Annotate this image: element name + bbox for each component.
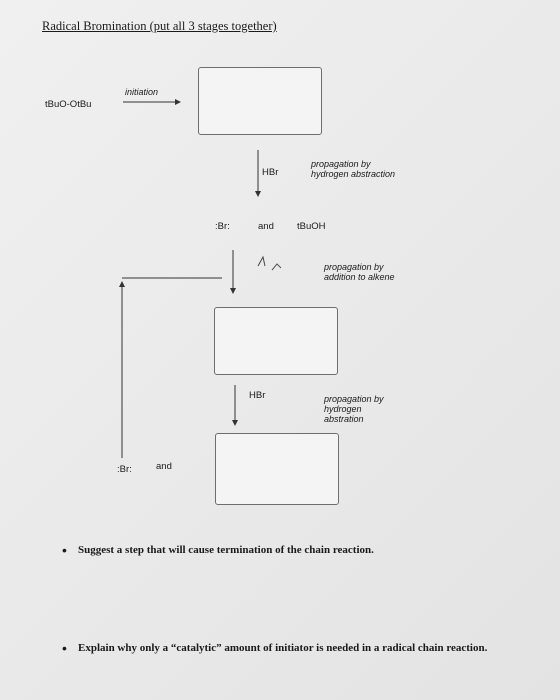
alkene-bond bbox=[271, 263, 282, 271]
answer-box-addition[interactable] bbox=[214, 307, 338, 375]
propagation-abstraction-label-2: propagation by hydrogen abstration bbox=[324, 394, 384, 424]
propagation-abstraction-label: propagation by hydrogen abstraction bbox=[311, 159, 396, 179]
bullet-2-icon: • bbox=[62, 640, 67, 656]
tbuoh-label: tBuOH bbox=[297, 221, 326, 232]
bromine-radical-1: :Br: bbox=[215, 221, 230, 232]
reagent-hbr-2: HBr bbox=[249, 390, 266, 401]
alkene-sketch bbox=[257, 255, 266, 267]
question-1: Suggest a step that will cause terminati… bbox=[78, 544, 374, 556]
answer-box-abstraction-2[interactable] bbox=[215, 433, 339, 505]
initiation-label: initiation bbox=[125, 87, 159, 97]
reagent-hbr-1: HBr bbox=[262, 167, 279, 178]
and-label-2: and bbox=[156, 461, 172, 472]
page-title: Radical Bromination (put all 3 stages to… bbox=[42, 19, 277, 33]
question-2: Explain why only a “catalytic” amount of… bbox=[78, 642, 488, 654]
bromine-radical-2: :Br: bbox=[117, 464, 132, 475]
bullet-1-icon: • bbox=[62, 542, 67, 558]
and-label-1: and bbox=[258, 221, 274, 232]
propagation-addition-label: propagation by addition to alkene bbox=[324, 262, 395, 282]
initiator-label: tBuO-OtBu bbox=[45, 99, 92, 110]
answer-box-initiation[interactable] bbox=[198, 67, 322, 135]
